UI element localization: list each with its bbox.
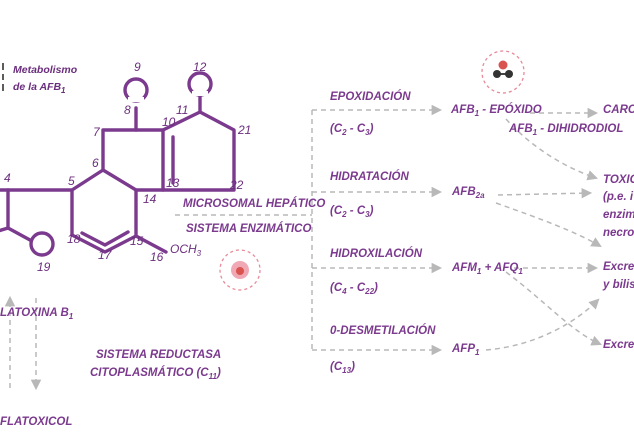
reaction-epoxidation-carbons: (C2 - C3) [330,123,374,137]
aflatoxin-structure [0,94,236,254]
legend-title-line2: de la AFB1 [13,81,66,95]
atom-label-13: 13 [166,176,180,190]
product-afb1-dihydrodiol: AFB1 - DIHIDRODIOL [509,123,624,137]
atom-label-22: 22 [230,178,244,192]
enzyme-system-label: SISTEMA ENZIMÁTICO [186,223,312,235]
atom-label-14: 14 [143,192,157,206]
reaction-hydration-carbons: (C2 - C3) [330,205,374,219]
reaction-hydration: HIDRATACIÓN [330,171,409,183]
liver-cell-icon [219,249,261,291]
reductase-label-line2: CITOPLASMÁTICO (C11) [90,367,221,381]
atom-label-18: 18 [67,232,81,246]
product-afb2a: AFB2a [452,186,485,200]
product-afm1-afq1: AFM1 + AFQ1 [452,262,523,276]
atom-label-12: 12 [193,60,207,74]
atom-label-17: 17 [98,248,112,262]
outcome-toxic-line2: (p.e. i [603,191,634,203]
atom-label-8: 8 [124,103,131,117]
reaction-epoxidation: EPOXIDACIÓN [330,91,411,103]
methoxy-label: OCH3 [170,242,202,258]
atom-label-9: 9 [134,60,141,74]
aflatoxin-b1-label: LATOXINA B1 [0,307,74,321]
oxygen-atoms [29,71,213,257]
outcome-toxic-line4: necros [603,227,634,239]
product-afb1-epoxide: AFB1 - EPÓXIDO [451,104,542,118]
atom-label-21: 21 [238,123,252,137]
outcome-excretion: Excrec [603,261,634,273]
reaction-demethylation: 0-DESMETILACIÓN [330,325,436,337]
outcome-toxic: TOXIC [603,174,634,186]
product-afp1: AFP1 [452,343,480,357]
reaction-hydroxylation: HIDROXILACIÓN [330,248,422,260]
atom-label-19: 19 [37,260,51,274]
outcome-carcinogenic: CARCI [603,104,634,116]
molecule-icon [481,50,525,94]
reaction-demethylation-carbons: (C13) [330,361,355,375]
atom-label-4: 4 [4,171,11,185]
reductase-label-line1: SISTEMA REDUCTASA [96,349,222,361]
atom-label-16: 16 [150,250,164,264]
pathway-arrows [4,104,602,391]
aflatoxicol-label: FLATOXICOL [0,416,73,428]
atom-label-15: 15 [130,234,144,248]
atom-label-10: 10 [162,115,176,129]
atom-label-11: 11 [176,103,189,117]
outcome-excretion-2: Excrec [603,339,634,351]
oxygen-gaps [128,91,208,102]
atom-label-7: 7 [93,125,100,139]
atom-label-6: 6 [92,156,99,170]
microsomal-label: MICROSOMAL HEPÁTICO [183,198,326,210]
atom-label-5: 5 [68,174,75,188]
outcome-excretion-bile: y bilis [603,279,634,291]
legend-title-line1: Metabolismo [13,64,78,76]
reaction-hydroxylation-carbons: (C4 - C22) [330,282,378,296]
outcome-toxic-line3: enzim [603,209,634,221]
